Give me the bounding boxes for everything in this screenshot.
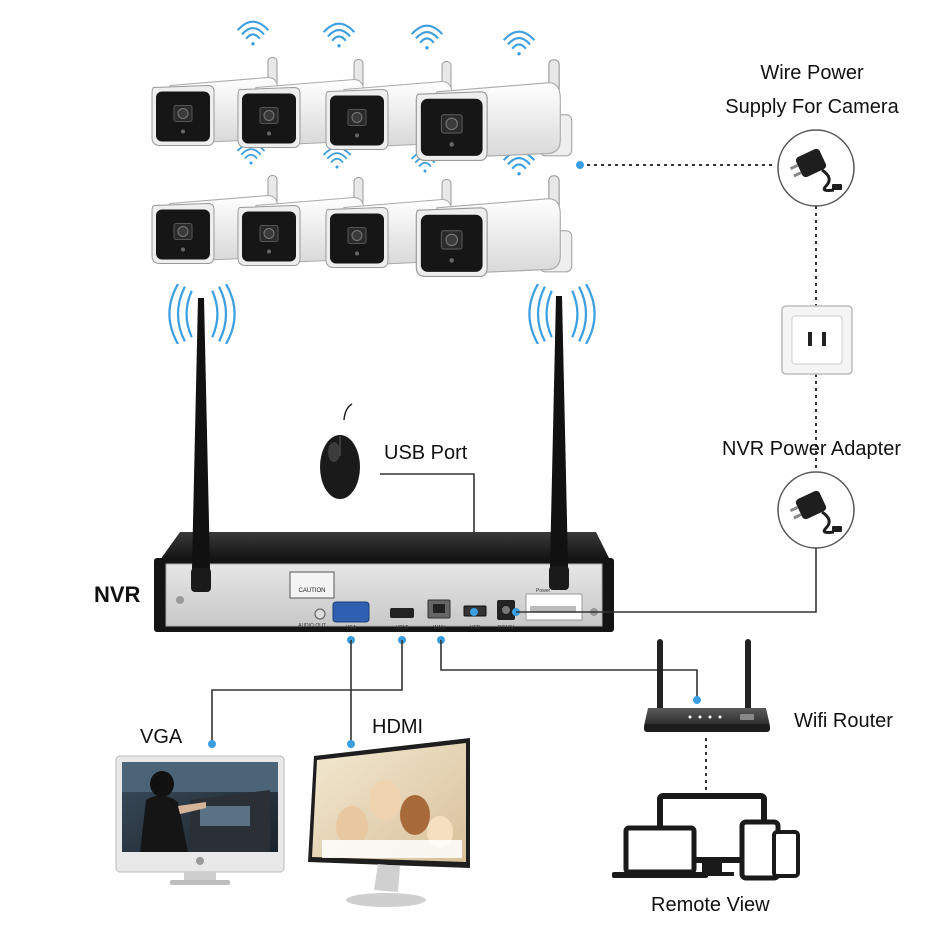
hdmi-port-label: HDMI [396, 625, 409, 631]
camera-icon [415, 59, 573, 162]
connector-dot [576, 161, 584, 169]
caution-label: CAUTION [299, 588, 326, 594]
mouse-icon [320, 403, 360, 499]
connector-dot [693, 696, 701, 704]
monitor-icon [308, 738, 470, 907]
wire-power-label-line2: Supply For Camera [725, 96, 899, 118]
wall-outlet-icon [781, 305, 853, 375]
wire-power-label-line1: Wire Power [760, 62, 864, 84]
vga-label: VGA [140, 726, 183, 748]
antenna-icon [549, 296, 569, 590]
nvr-power-line [516, 548, 817, 613]
output-lines [211, 640, 698, 744]
power-label: Power [536, 588, 551, 594]
monitor-icon [115, 755, 285, 885]
power-adapter-icon [776, 128, 856, 208]
vga-port-label: VGA [346, 625, 357, 631]
wifi-signal-icon [322, 146, 352, 170]
power-lines [580, 164, 817, 795]
nvr-power-adapter-label: NVR Power Adapter [722, 438, 901, 460]
remote-view-label: Remote View [651, 894, 770, 916]
wifi-signal-icon [322, 22, 356, 49]
wifi-router-label: Wifi Router [794, 710, 893, 732]
remote-devices [612, 793, 800, 881]
nvr-device-icon: CAUTION AUDIO OUT VGA HDMI WAN USB DC12V… [154, 532, 614, 632]
laptop-icon [623, 825, 697, 875]
nvr-label: NVR [94, 582, 141, 607]
camera-icon [415, 175, 573, 278]
audio-out-label: AUDIO OUT [298, 623, 326, 629]
power-adapter-icon [776, 470, 856, 550]
hdmi-label: HDMI [372, 716, 424, 738]
antenna-icon [191, 298, 211, 592]
connector-dot [208, 740, 216, 748]
usb-port-label: USB Port [384, 442, 468, 464]
camera-group [151, 56, 573, 278]
usb-port-label: USB [470, 625, 481, 631]
connector-dot [470, 608, 478, 616]
wifi-signal-icon [410, 24, 444, 51]
wifi-signal-icon [236, 20, 270, 47]
wifi-signal-icon [502, 30, 536, 57]
connector-dot [347, 740, 355, 748]
wan-port-label: WAN [433, 625, 445, 631]
router-icon [644, 639, 770, 732]
dc-port-label: DC12V [498, 625, 515, 631]
phone-icon [772, 830, 800, 878]
